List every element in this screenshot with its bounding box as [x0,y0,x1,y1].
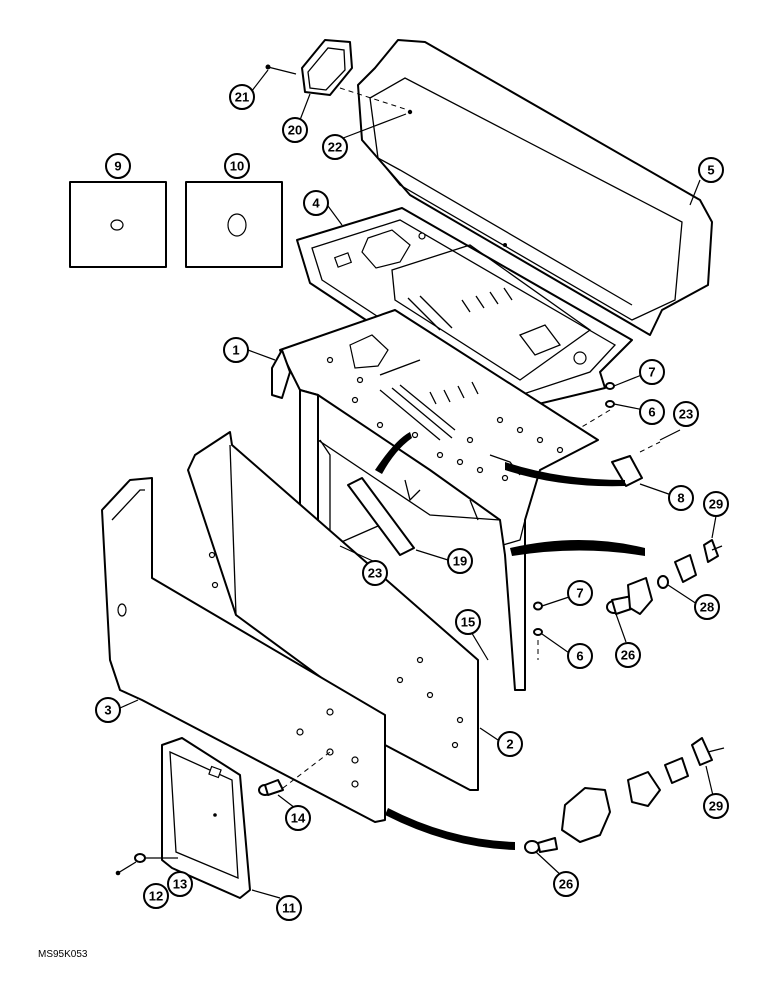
svg-text:1: 1 [232,343,239,358]
decal-part-9 [69,181,167,268]
trim-strip-part-19 [347,477,415,556]
knob-assembly-lower [385,737,725,854]
callout-20: 20 [282,117,308,143]
callout-29-lower: 29 [703,793,729,819]
bolt-part-23-upper [639,429,681,453]
callout-6-lower: 6 [567,643,593,669]
callout-29-upper: 29 [703,491,729,517]
svg-text:29: 29 [709,799,723,814]
svg-text:3: 3 [104,703,111,718]
svg-text:9: 9 [114,159,121,174]
callout-26-lower: 26 [553,871,579,897]
decal-part-10 [185,181,283,268]
svg-text:6: 6 [576,649,583,664]
callout-11: 11 [276,895,302,921]
svg-text:2: 2 [506,737,513,752]
svg-text:28: 28 [700,600,714,615]
svg-text:23: 23 [368,566,382,581]
spacer-part-14 [258,751,331,796]
svg-text:23: 23 [679,407,693,422]
svg-text:13: 13 [173,877,187,892]
svg-text:4: 4 [312,196,320,211]
callout-9: 9 [105,153,131,179]
callout-23-upper: 23 [673,401,699,427]
svg-text:19: 19 [453,554,467,569]
lens-part-20 [301,39,409,111]
strap-part-8 [505,455,643,487]
callout-4: 4 [303,190,329,216]
callout-5: 5 [698,157,724,183]
callout-22: 22 [322,134,348,160]
callout-26-upper: 26 [615,642,641,668]
svg-text:21: 21 [235,90,249,105]
callout-21: 21 [229,84,255,110]
callout-8: 8 [668,485,694,511]
callout-1: 1 [223,337,249,363]
callout-10: 10 [224,153,250,179]
top-cover-part-5 [357,39,713,336]
svg-text:5: 5 [707,163,714,178]
svg-text:20: 20 [288,123,302,138]
svg-text:14: 14 [291,811,306,826]
drawing-code: MS95K053 [38,949,88,960]
callout-14: 14 [285,805,311,831]
svg-text:22: 22 [328,140,342,155]
svg-text:8: 8 [677,491,684,506]
svg-text:11: 11 [282,901,296,916]
svg-text:7: 7 [576,586,583,601]
callout-2: 2 [497,731,523,757]
svg-text:26: 26 [559,877,573,892]
screw-part-21 [265,64,297,75]
washer-part-13 [134,853,146,863]
access-cover-part-11 [161,737,251,899]
svg-text:12: 12 [149,889,163,904]
callout-15: 15 [455,609,481,635]
callout-19: 19 [447,548,473,574]
knob-assembly-upper [510,539,723,615]
svg-text:7: 7 [648,365,655,380]
callout-7-upper: 7 [639,359,665,385]
svg-text:6: 6 [648,405,655,420]
console-panel-part-4 [296,207,633,413]
svg-text:10: 10 [230,159,244,174]
svg-text:26: 26 [621,648,635,663]
callout-28: 28 [694,594,720,620]
svg-text:15: 15 [461,615,475,630]
screw-part-12 [115,861,137,876]
callout-23-lower: 23 [362,560,388,586]
svg-text:29: 29 [709,497,723,512]
callout-13: 13 [167,871,193,897]
side-cover-part-3 [101,477,386,823]
callout-12: 12 [143,883,169,909]
callout-3: 3 [95,697,121,723]
callout-7-lower: 7 [567,580,593,606]
callout-6-upper: 6 [639,399,665,425]
fasteners-lower-6-7 [533,601,543,660]
